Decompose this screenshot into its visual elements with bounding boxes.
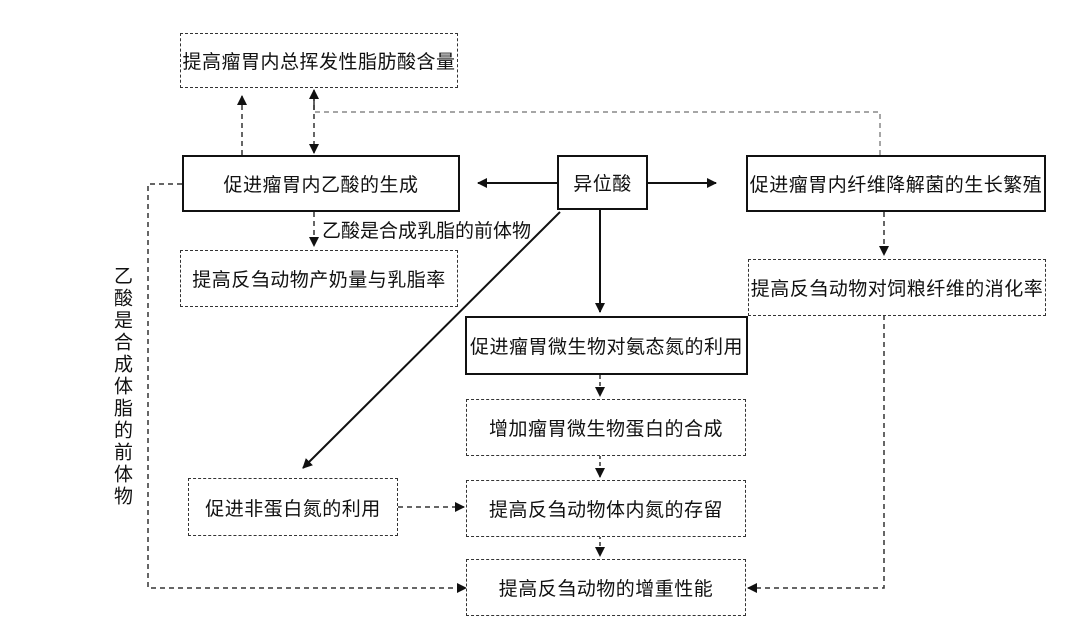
node-milk: 提高反刍动物产奶量与乳脂率 xyxy=(180,250,458,307)
node-ammonia: 促进瘤胃微生物对氨态氮的利用 xyxy=(465,316,748,375)
connector-fiber-bacteria-to-top xyxy=(314,111,881,155)
node-fiber-bacteria: 促进瘤胃内纤维降解菌的生长繁殖 xyxy=(746,155,1046,212)
node-acetate: 促进瘤胃内乙酸的生成 xyxy=(182,155,460,212)
arrow-center-to-npn xyxy=(302,211,561,469)
node-weight-gain: 提高反刍动物的增重性能 xyxy=(466,559,746,616)
node-protein-synth: 增加瘤胃微生物蛋白的合成 xyxy=(466,399,746,456)
arrow-fiber-digest-to-weight-gain xyxy=(747,315,885,593)
node-center-isoacid: 异位酸 xyxy=(557,155,648,210)
node-top-vfa: 提高瘤胃内总挥发性脂肪酸含量 xyxy=(180,33,458,88)
label-milk-fat-precursor: 乙酸是合成乳脂的前体物 xyxy=(322,220,532,242)
node-n-retention: 提高反刍动物体内氮的存留 xyxy=(466,480,746,537)
node-fiber-digest: 提高反刍动物对饲粮纤维的消化率 xyxy=(748,259,1046,316)
label-body-fat-precursor: 乙酸是合成体脂的前体物 xyxy=(111,266,133,508)
arrow-acetate-to-weight-gain xyxy=(147,183,467,593)
node-npn: 促进非蛋白氮的利用 xyxy=(188,478,398,536)
